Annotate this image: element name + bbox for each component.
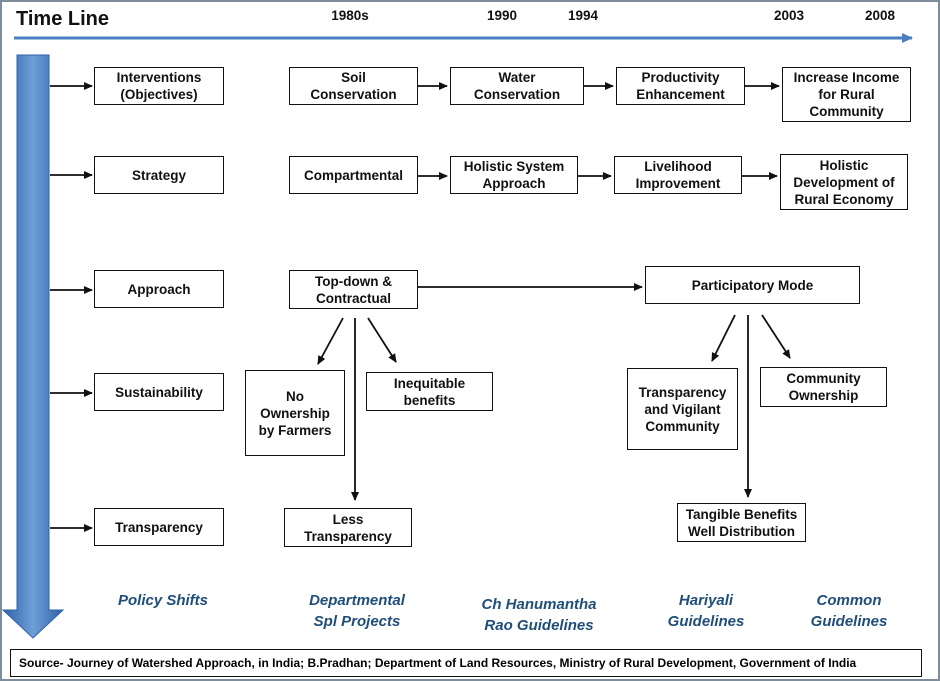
box-holistic-development: Holistic Development of Rural Economy: [780, 154, 908, 210]
year-label: 2008: [864, 8, 896, 23]
box-less-transparency: Less Transparency: [284, 508, 412, 547]
year-label: 1990: [486, 8, 518, 23]
category-strategy: Strategy: [94, 156, 224, 194]
year-label: 1980s: [331, 8, 369, 23]
box-no-ownership: No Ownership by Farmers: [245, 370, 345, 456]
arrow-participatory-to-transparency-vigilant: [711, 314, 736, 362]
category-approach: Approach: [94, 270, 224, 308]
year-label: 1994: [567, 8, 599, 23]
box-topdown-contractual: Top-down & Contractual: [289, 270, 418, 309]
box-water-conservation: Water Conservation: [450, 67, 584, 105]
phase-label: Departmental Spl Projects: [309, 592, 405, 630]
box-productivity-enhancement: Productivity Enhancement: [616, 67, 745, 105]
phase-label: Policy Shifts: [117, 592, 209, 609]
box-community-ownership: Community Ownership: [760, 367, 887, 407]
phase-label: Common Guidelines: [810, 592, 888, 630]
box-tangible-benefits: Tangible Benefits Well Distribution: [677, 503, 806, 542]
arrow-participatory-to-community-ownership: [761, 314, 791, 359]
box-participatory-mode: Participatory Mode: [645, 266, 860, 304]
box-inequitable-benefits: Inequitable benefits: [366, 372, 493, 411]
box-holistic-system-approach: Holistic System Approach: [450, 156, 578, 194]
timeline-title: Time Line: [16, 8, 109, 30]
category-sustainability: Sustainability: [94, 373, 224, 411]
box-transparency-vigilant: Transparency and Vigilant Community: [627, 368, 738, 450]
source-citation: Source- Journey of Watershed Approach, i…: [10, 649, 922, 677]
box-compartmental: Compartmental: [289, 156, 418, 194]
vertical-time-arrow: [1, 54, 65, 639]
arrow-topdown-to-no-ownership: [317, 317, 344, 365]
category-interventions: Interventions (Objectives): [94, 67, 224, 105]
box-livelihood-improvement: Livelihood Improvement: [614, 156, 742, 194]
box-increase-income: Increase Income for Rural Community: [782, 67, 911, 122]
arrow-topdown-to-inequitable: [367, 317, 397, 363]
phase-label: Ch Hanumantha Rao Guidelines: [481, 596, 597, 634]
phase-label: Hariyali Guidelines: [667, 592, 745, 630]
category-transparency: Transparency: [94, 508, 224, 546]
box-soil-conservation: Soil Conservation: [289, 67, 418, 105]
year-label: 2003: [773, 8, 805, 23]
